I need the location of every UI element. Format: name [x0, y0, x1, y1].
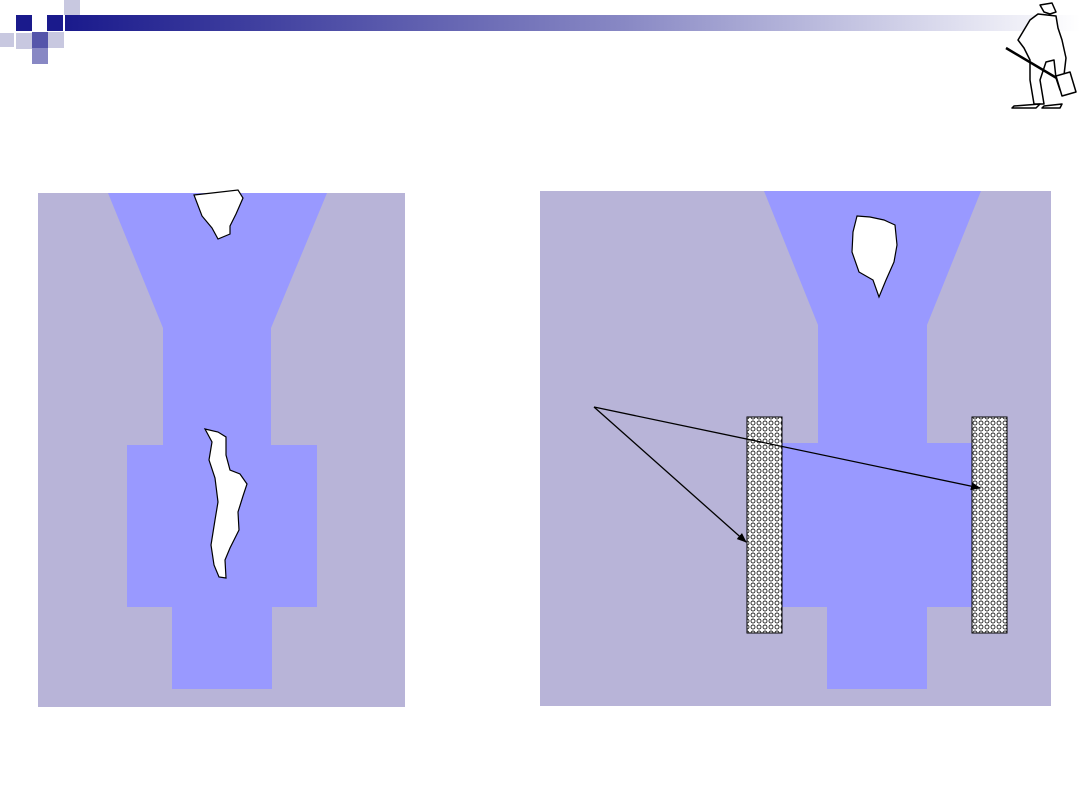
decorative-squares	[0, 0, 80, 64]
diagram-right	[540, 191, 1051, 706]
shrinkage-cavity-center	[203, 428, 248, 579]
header-gradient-bar	[65, 15, 1080, 31]
casting-right	[764, 191, 981, 689]
pointer-arrow-left-chill	[593, 406, 747, 543]
shrinkage-cavity-riser	[193, 189, 244, 240]
pointer-arrow-right-chill	[593, 406, 981, 491]
worker-with-shovel-icon	[1005, 2, 1077, 109]
chill-right	[971, 416, 1008, 634]
shrinkage-cavity-riser	[851, 215, 898, 299]
chill-left	[746, 416, 783, 634]
diagram-left	[38, 189, 405, 707]
header-band	[0, 0, 1080, 64]
